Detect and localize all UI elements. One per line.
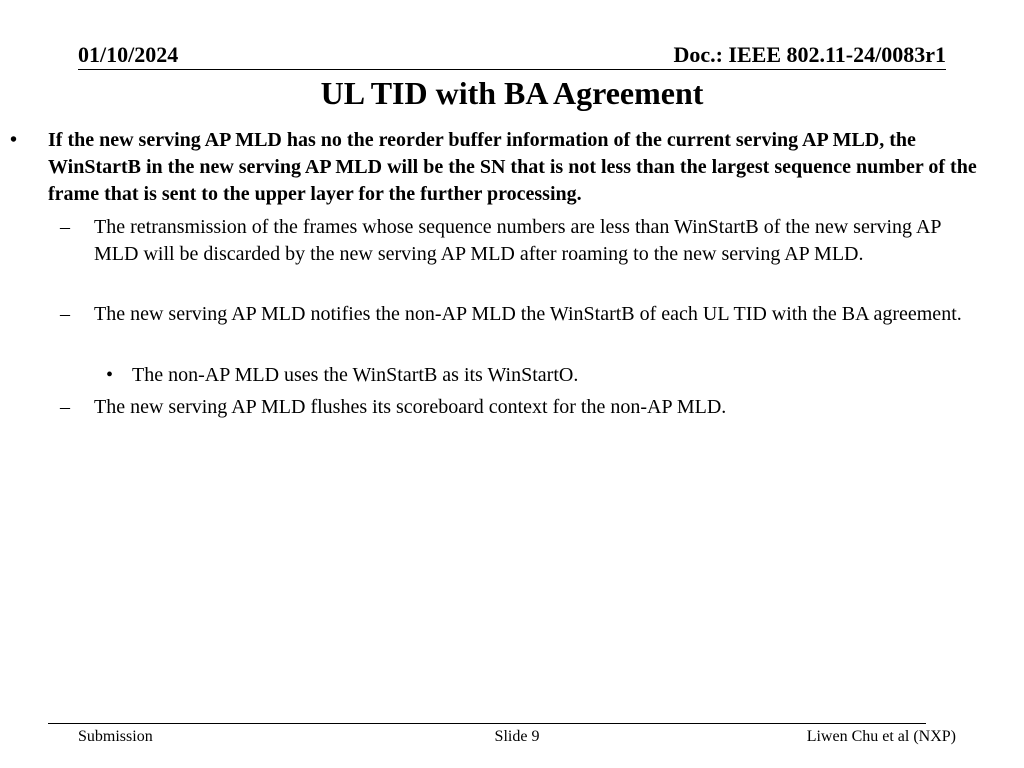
bullet-marker: • bbox=[10, 129, 18, 151]
bullet-text: The non-AP MLD uses the WinStartB as its… bbox=[132, 364, 579, 386]
header-divider bbox=[78, 69, 946, 70]
bullet-level1: • If the new serving AP MLD has no the r… bbox=[10, 127, 978, 208]
bullet-text: The new serving AP MLD notifies the non-… bbox=[94, 303, 962, 325]
bullet-text: The retransmission of the frames whose s… bbox=[94, 216, 941, 265]
bullet-level2: – The retransmission of the frames whose… bbox=[60, 214, 974, 268]
bullet-text: If the new serving AP MLD has no the reo… bbox=[48, 129, 977, 205]
bullet-text: The new serving AP MLD flushes its score… bbox=[94, 396, 727, 418]
header-date: 01/10/2024 bbox=[78, 42, 179, 67]
header-document-id: Doc.: IEEE 802.11-24/0083r1 bbox=[673, 42, 946, 67]
bullet-level2: – The new serving AP MLD notifies the no… bbox=[60, 301, 974, 328]
bullet-marker: • bbox=[106, 364, 114, 386]
bullet-level3: • The non-AP MLD uses the WinStartB as i… bbox=[106, 362, 972, 389]
footer-submission: Submission bbox=[78, 728, 153, 745]
dash-marker: – bbox=[60, 216, 70, 238]
footer-slide-number: Slide 9 bbox=[494, 728, 540, 745]
dash-marker: – bbox=[60, 396, 70, 418]
bullet-level2: – The new serving AP MLD flushes its sco… bbox=[60, 394, 974, 421]
slide-title: UL TID with BA Agreement bbox=[320, 75, 704, 111]
footer-author: Liwen Chu et al (NXP) bbox=[806, 728, 956, 745]
dash-marker: – bbox=[60, 303, 70, 325]
footer-divider bbox=[48, 723, 926, 724]
